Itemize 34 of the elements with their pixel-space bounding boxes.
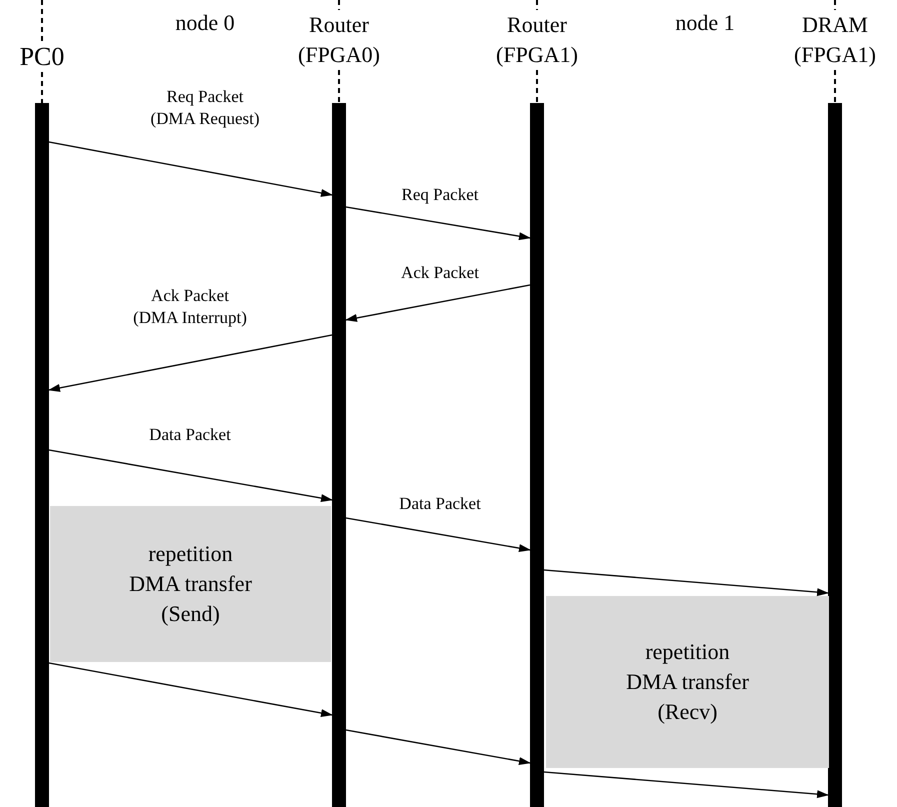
arrow xyxy=(48,334,332,392)
arrow xyxy=(48,449,333,502)
lifeline-label: Router (FPGA0) xyxy=(287,10,391,70)
lifeline-bar xyxy=(35,103,49,807)
block-label: repetition DMA transfer (Recv) xyxy=(625,638,750,726)
arrow xyxy=(544,569,829,596)
arrow xyxy=(346,206,531,240)
lifeline-bar xyxy=(332,103,346,807)
edge-label: Data Packet xyxy=(148,424,232,446)
edge-label: Ack Packet (DMA Interrupt) xyxy=(132,285,248,329)
repetition-block xyxy=(546,596,829,768)
dashed-line xyxy=(834,70,836,103)
arrow xyxy=(544,771,829,798)
group-label: node 1 xyxy=(675,9,735,37)
arrow xyxy=(346,517,531,552)
edge-label: Data Packet xyxy=(398,493,482,515)
repetition-block xyxy=(50,506,331,662)
arrow xyxy=(48,141,333,197)
lifeline-bar xyxy=(530,103,544,807)
block-label: repetition DMA transfer (Send) xyxy=(128,540,253,628)
lifeline-bar xyxy=(828,103,842,807)
arrow xyxy=(346,729,531,765)
dashed-line xyxy=(338,70,340,103)
edge-label: Ack Packet xyxy=(400,262,480,284)
dashed-line xyxy=(41,72,43,103)
lifeline-label: PC0 xyxy=(0,42,94,72)
lifeline-label: Router (FPGA1) xyxy=(485,10,589,70)
edge-label: Req Packet xyxy=(400,184,480,206)
dashed-line xyxy=(536,70,538,103)
group-label: node 0 xyxy=(175,9,235,37)
arrow xyxy=(345,284,530,322)
lifeline-label: DRAM (FPGA1) xyxy=(783,10,887,70)
arrow xyxy=(48,662,333,717)
edge-label: Req Packet (DMA Request) xyxy=(149,86,261,130)
